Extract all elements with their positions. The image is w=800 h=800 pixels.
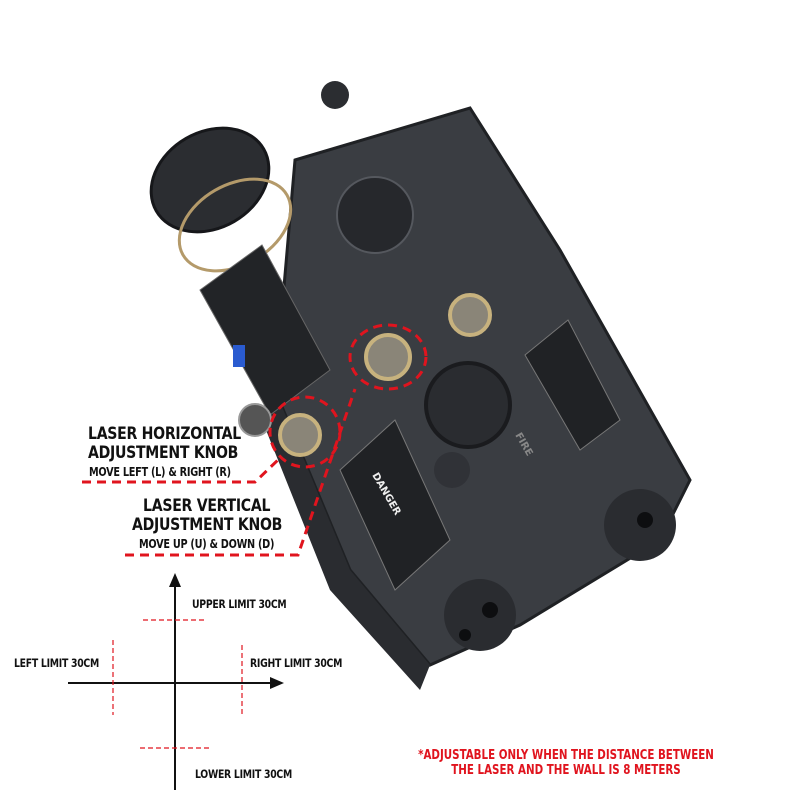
horizontal-knob-title-line2: ADJUSTMENT KNOB [88,443,239,463]
vertical-knob-subtitle: MOVE UP (U) & DOWN (D) [139,537,275,551]
adjustment-range-diagram [68,573,284,790]
lower-limit-label: LOWER LIMIT 30CM [195,767,292,781]
distance-note-line2: THE LASER AND THE WALL IS 8 METERS [451,763,681,778]
distance-note-line1: *ADJUSTABLE ONLY WHEN THE DISTANCE BETWE… [418,748,714,763]
danger-label-right [524,319,621,451]
upper-limit-label: UPPER LIMIT 30CM [192,597,287,611]
right-arrow-icon [270,677,284,689]
emitter-lens [459,629,471,641]
emitter-lens [482,602,498,618]
secondary-knob [448,293,492,337]
top-knob [321,81,349,109]
vertical-adjustment-knob [364,333,412,381]
bump-left [434,452,470,488]
danger-label [339,419,451,591]
up-arrow-icon [169,573,181,587]
caution-label [199,244,331,416]
vertical-knob-title: LASER VERTICAL ADJUSTMENT KNOB [132,497,282,535]
horizontal-knob-title-line1: LASER HORIZONTAL [88,424,241,444]
blue-connector [233,345,245,367]
horizontal-knob-subtitle: MOVE LEFT (L) & RIGHT (R) [89,465,231,479]
side-knob [238,403,272,437]
horizontal-knob-title: LASER HORIZONTAL ADJUSTMENT KNOB [88,425,241,463]
horizontal-adjustment-knob [278,413,322,457]
laser-device: DANGER FIRE [149,81,692,690]
distance-note: *ADJUSTABLE ONLY WHEN THE DISTANCE BETWE… [412,748,720,778]
annotation-lines [82,323,428,557]
rotary-switch [336,176,414,254]
vertical-knob-title-line2: ADJUSTMENT KNOB [132,515,283,535]
battery-cap [149,126,271,234]
vertical-knob-leader [125,388,357,557]
right-limit-label: RIGHT LIMIT 30CM [250,656,343,670]
vertical-knob-highlight [348,323,428,391]
emitter-lens [637,512,653,528]
vertical-knob-title-line1: LASER VERTICAL [143,496,271,516]
device-side-face [262,390,430,690]
emitter-port [444,579,516,651]
fire-button [424,361,512,449]
horizontal-knob-leader [82,456,282,484]
left-limit-label: LEFT LIMIT 30CM [14,656,99,670]
